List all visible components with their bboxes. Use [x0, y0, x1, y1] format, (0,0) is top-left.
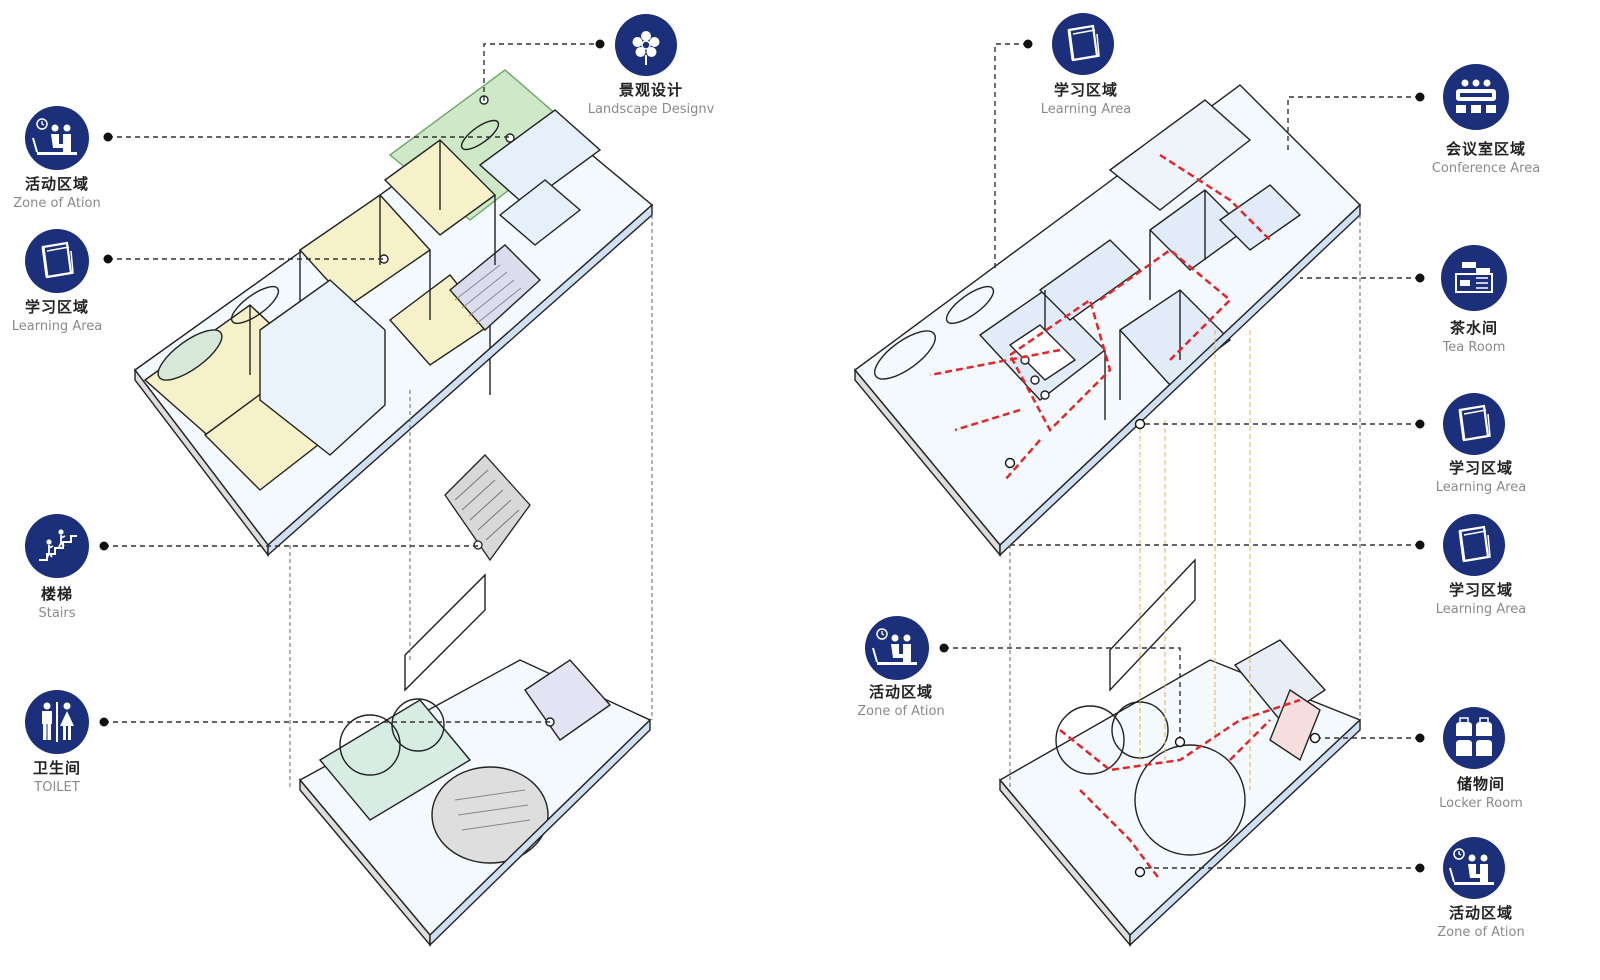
- label-learning-left: 学习区域 Learning Area: [0, 298, 147, 335]
- label-cn: 学习区域: [1448, 581, 1513, 599]
- label-en: Zone of Ation: [1437, 925, 1525, 941]
- label-cn: 学习区域: [1448, 459, 1513, 477]
- label-cn: 卫生间: [32, 759, 81, 777]
- label-activity-right-left: 活动区域 Zone of Ation: [811, 683, 991, 720]
- plan-endpoints: [1004, 418, 1321, 878]
- stairs-icon-left: [25, 514, 89, 578]
- conference-icon: [1456, 79, 1496, 113]
- label-en: Stairs: [38, 606, 76, 622]
- label-cn: 楼梯: [40, 585, 73, 603]
- tea-icon-right: [1441, 245, 1507, 311]
- label-cn: 学习区域: [1053, 81, 1118, 99]
- label-cn: 储物间: [1456, 775, 1505, 793]
- label-toilet: 卫生间 TOILET: [0, 759, 147, 796]
- right-projection-lines: [1009, 215, 1361, 790]
- label-cn: 活动区域: [868, 683, 933, 701]
- learning-icon-left: [25, 229, 89, 293]
- locker-icon-right: [1443, 707, 1505, 769]
- label-learning-right-top: 学习区域 Learning Area: [996, 81, 1176, 118]
- upper-circulation-route: [929, 153, 1271, 481]
- label-en: Learning Area: [11, 319, 103, 335]
- learning-icon-right-top: [1052, 13, 1114, 75]
- landscape-icon-left: [615, 14, 677, 76]
- label-locker: 储物间 Locker Room: [1391, 775, 1571, 812]
- learning-icon-right-low: [1443, 514, 1505, 576]
- label-activity-right-bottom: 活动区域 Zone of Ation: [1391, 904, 1571, 941]
- right-upper-floor-plan: [853, 84, 1362, 557]
- label-en: Landscape Designv: [587, 102, 715, 118]
- learning-icon-right-mid: [1443, 393, 1505, 455]
- leader-endpoints: [99, 39, 1425, 873]
- label-cn: 茶水间: [1449, 319, 1498, 337]
- conference-icon-right: [1443, 64, 1509, 130]
- left-stair-module: [444, 454, 531, 562]
- label-stairs: 楼梯 Stairs: [0, 585, 147, 622]
- label-en: Locker Room: [1439, 796, 1523, 812]
- label-en: TOILET: [34, 780, 80, 796]
- label-en: Conference Area: [1431, 161, 1541, 177]
- label-cn: 活动区域: [1448, 904, 1513, 922]
- label-en: Learning Area: [1435, 602, 1527, 618]
- label-tea: 茶水间 Tea Room: [1384, 319, 1564, 356]
- label-en: Learning Area: [1040, 102, 1132, 118]
- label-cn: 学习区域: [24, 298, 89, 316]
- label-en: Tea Room: [1442, 340, 1506, 356]
- activity-icon-right-left: [865, 616, 929, 680]
- right-yellow-guides: [1139, 330, 1251, 790]
- right-lower-floor-plan: [998, 558, 1362, 947]
- left-lower-floor-plan: [298, 573, 652, 947]
- label-cn: 景观设计: [618, 81, 683, 99]
- label-conference: 会议室区域 Conference Area: [1396, 140, 1576, 177]
- label-activity-left: 活动区域 Zone of Ation: [0, 175, 147, 212]
- label-en: Zone of Ation: [857, 704, 945, 720]
- left-upper-floor-plan: [134, 69, 654, 558]
- activity-icon-right-bottom: [1443, 837, 1505, 899]
- label-cn: 会议室区域: [1445, 140, 1526, 158]
- toilet-icon-left: [25, 690, 89, 754]
- activity-icon-left: [25, 106, 89, 170]
- label-learning-right-low: 学习区域 Learning Area: [1391, 581, 1571, 618]
- label-landscape: 景观设计 Landscape Designv: [561, 81, 741, 118]
- label-cn: 活动区域: [24, 175, 89, 193]
- label-learning-right-mid: 学习区域 Learning Area: [1391, 459, 1571, 496]
- left-projection-lines: [289, 215, 653, 790]
- label-en: Zone of Ation: [13, 196, 101, 212]
- label-en: Learning Area: [1435, 480, 1527, 496]
